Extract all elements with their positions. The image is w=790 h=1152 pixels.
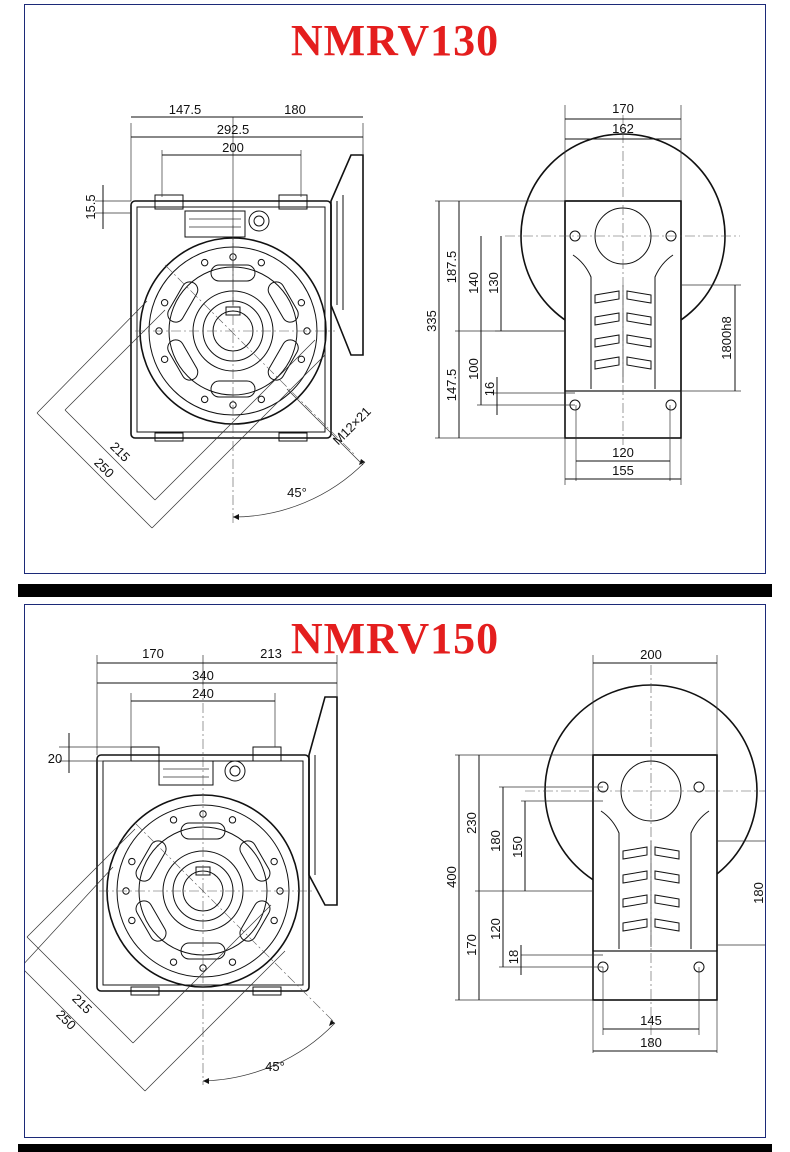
dim-16: 16 [482, 382, 497, 396]
model-title: NMRV150 [290, 614, 500, 663]
separator-bar [18, 1144, 772, 1152]
dim-250: 250 [53, 1007, 79, 1033]
drawing-panel-nmrv130: NMRV130 [24, 4, 766, 574]
dim-292-5: 292.5 [217, 122, 250, 137]
dim-187-5: 187.5 [444, 251, 459, 284]
dim-1800h8: 1800h8 [719, 316, 734, 359]
dim-150: 150 [510, 836, 525, 858]
dim-angle: 45° [265, 1059, 285, 1074]
dim-180: 180 [488, 830, 503, 852]
dim-162: 162 [612, 121, 634, 136]
dim-335: 335 [424, 310, 439, 332]
separator-bar [18, 584, 772, 597]
dim-147-5: 147.5 [169, 102, 202, 117]
dim-140: 140 [466, 272, 481, 294]
dim-213: 213 [260, 646, 282, 661]
dim-215: 215 [107, 439, 133, 465]
dim-230: 230 [464, 812, 479, 834]
dim-180: 180 [284, 102, 306, 117]
dim-340: 340 [192, 668, 214, 683]
dim-400: 400 [444, 866, 459, 888]
dim-180-b: 180 [751, 882, 765, 904]
side-view [455, 655, 765, 1053]
dim-angle: 45° [287, 485, 307, 500]
dim-100: 100 [466, 358, 481, 380]
dim-15-5: 15.5 [83, 194, 98, 219]
dim-147-5-b: 147.5 [444, 369, 459, 402]
dim-200: 200 [640, 647, 662, 662]
dim-200: 200 [222, 140, 244, 155]
front-view [25, 655, 338, 1092]
dim-155: 155 [612, 463, 634, 478]
dim-170: 170 [612, 101, 634, 116]
dim-170: 170 [142, 646, 164, 661]
dim-20: 20 [48, 751, 62, 766]
drawing-panel-nmrv150: NMRV150 [24, 604, 766, 1138]
dim-240: 240 [192, 686, 214, 701]
dim-180-c: 180 [640, 1035, 662, 1050]
model-title: NMRV130 [290, 16, 500, 65]
front-view [36, 116, 366, 529]
dim-170-b: 170 [464, 934, 479, 956]
dim-120: 120 [488, 918, 503, 940]
dim-thread: M12×21 [330, 404, 374, 448]
technical-drawing: 170 213 340 240 20 215 250 45° [25, 646, 765, 1092]
dim-145: 145 [640, 1013, 662, 1028]
technical-drawing: 147.5 180 292.5 200 15.5 215 250 45° M12… [36, 101, 741, 529]
side-view [435, 105, 741, 485]
dim-215: 215 [69, 991, 95, 1017]
dim-120: 120 [612, 445, 634, 460]
dim-130: 130 [486, 272, 501, 294]
dim-18: 18 [506, 950, 521, 964]
